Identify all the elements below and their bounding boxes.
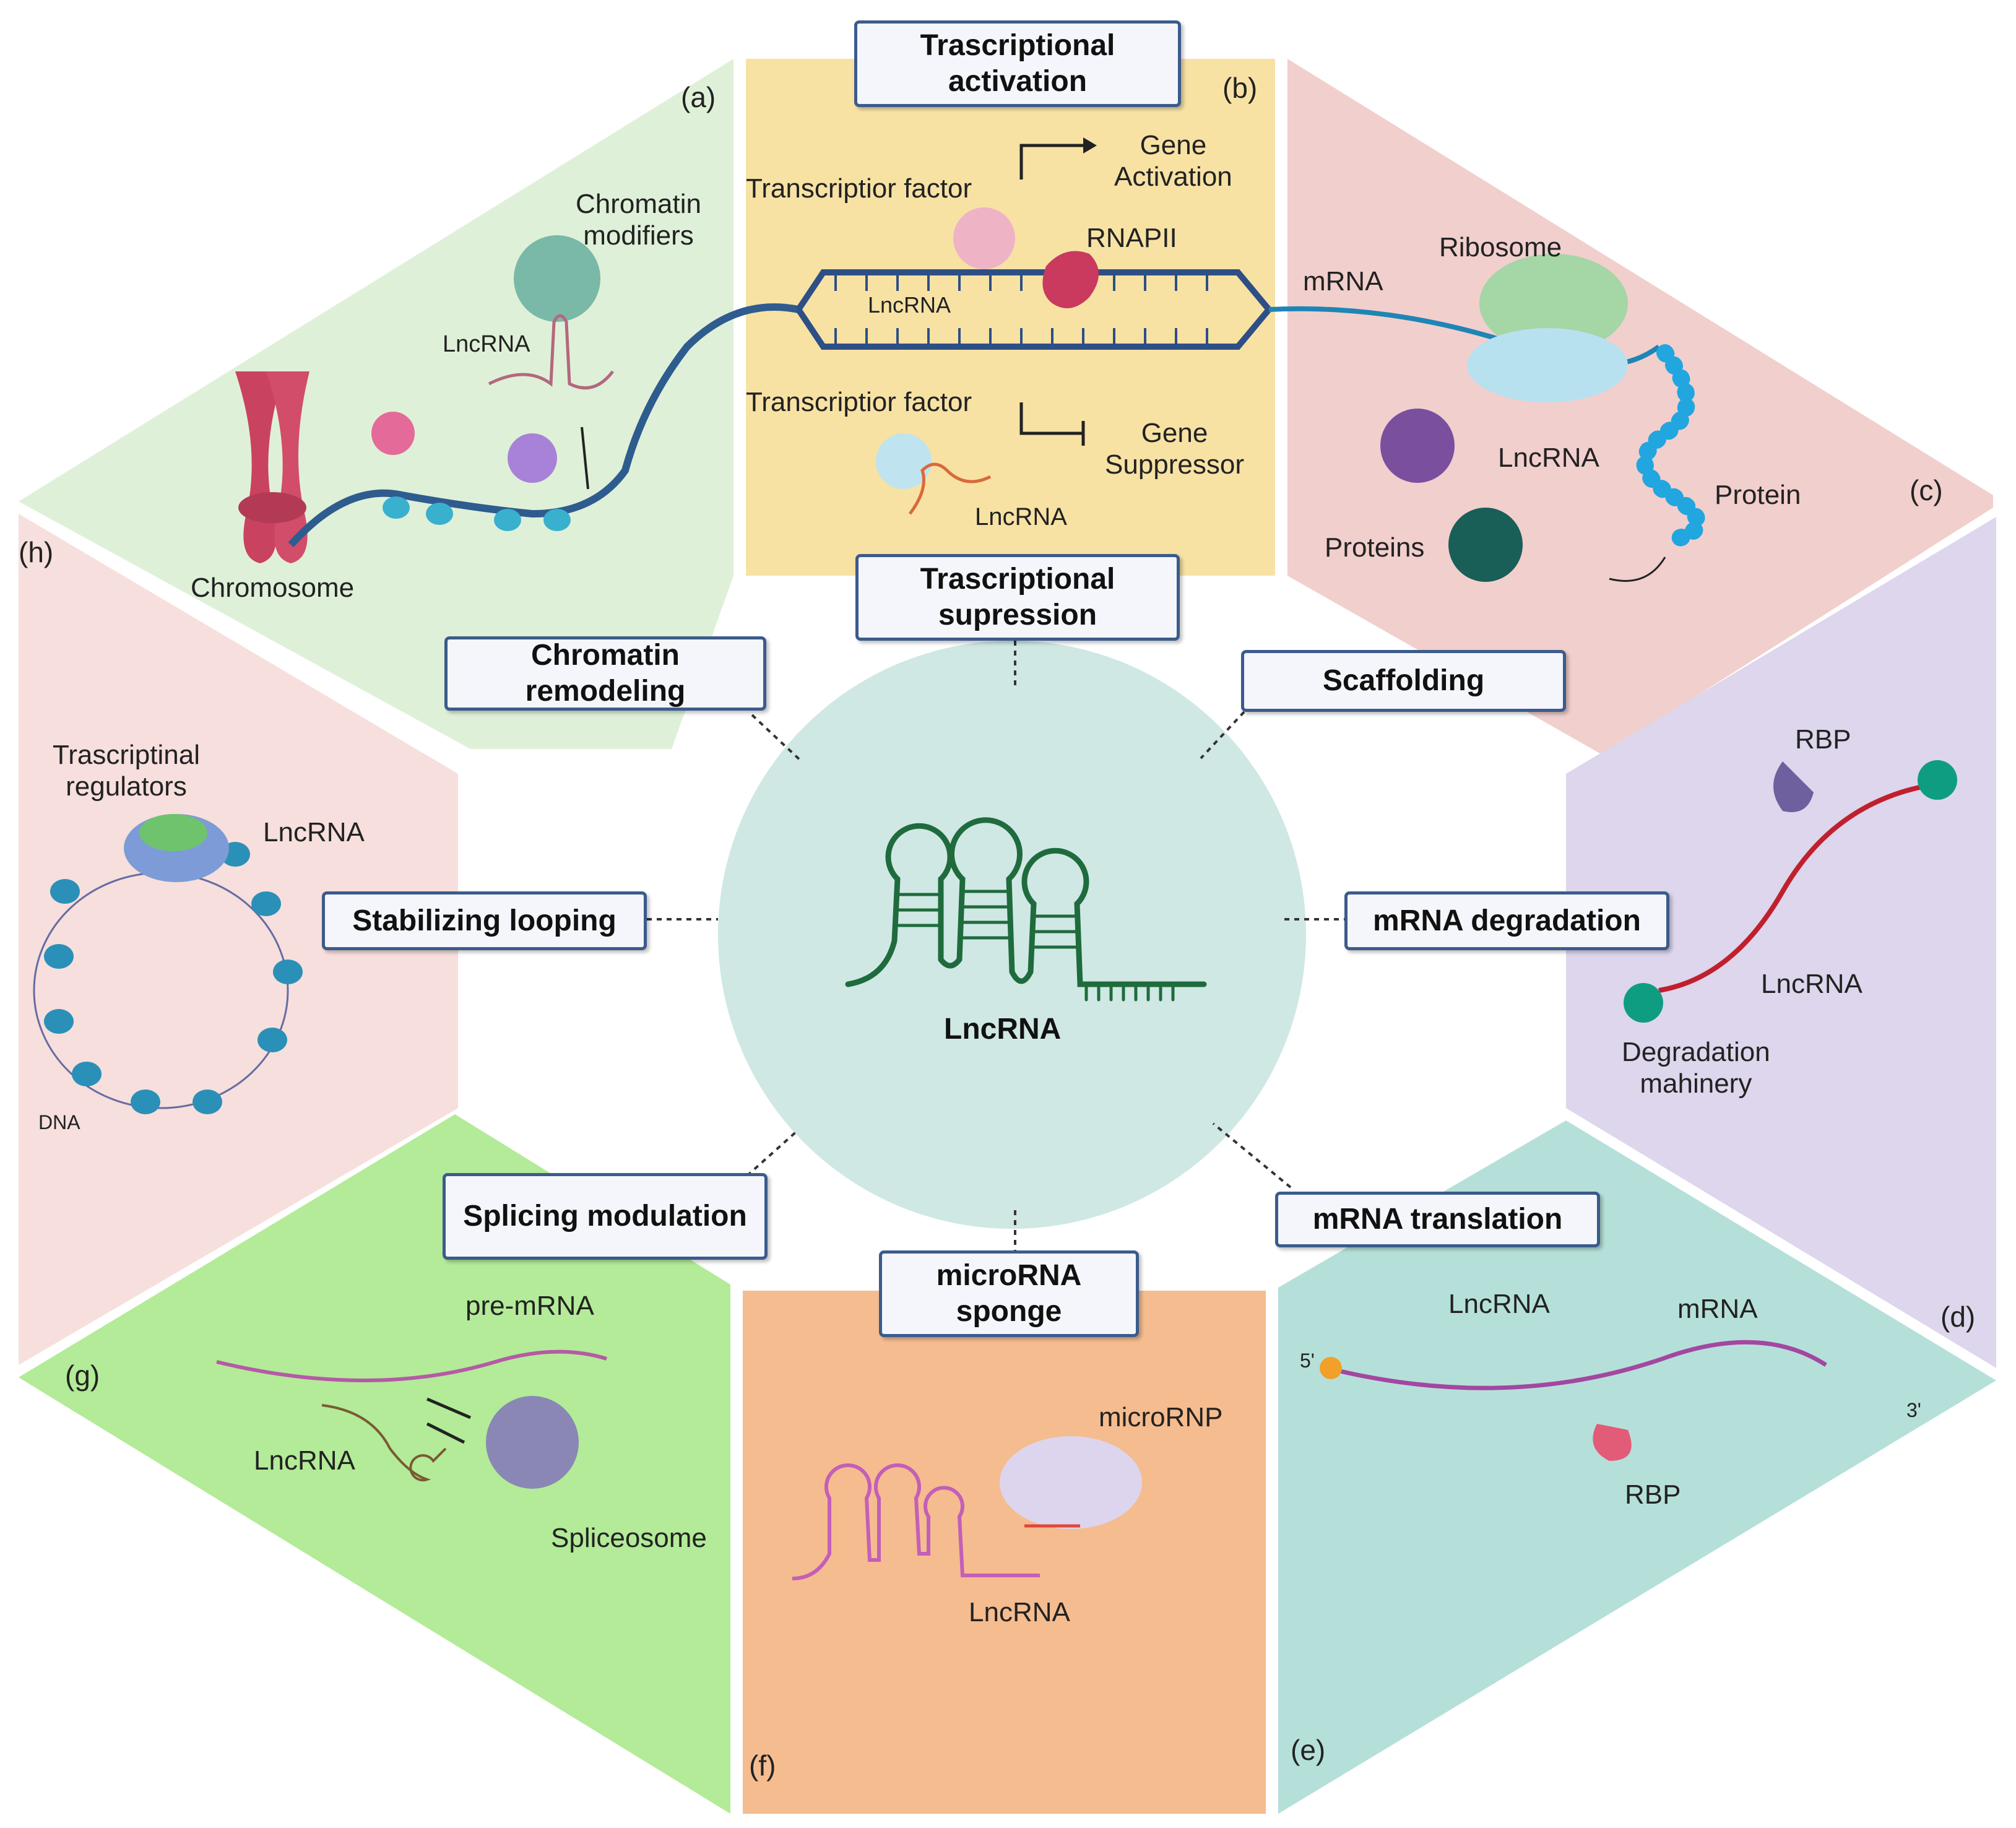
panel-b-background (746, 59, 1275, 576)
ribosome-icon (1479, 254, 1628, 353)
panel-d-tag: (d) (1940, 1301, 1976, 1333)
rbp-d-icon (1773, 761, 1814, 812)
label-three-prime: 3' (1906, 1399, 1921, 1421)
lncrna-g-strand (321, 1404, 447, 1482)
panel-c-tag: (c) (1910, 474, 1943, 506)
lncrna-b-strand (908, 462, 992, 515)
mrna-e-strand (1339, 1340, 1827, 1390)
degradation-machinery-top (1918, 760, 1957, 800)
lncrna-f-strand (792, 1463, 1040, 1580)
arrow-g-activate (426, 1397, 471, 1419)
center-lncrna-label: LncRNA (944, 1013, 1062, 1046)
premrna-strand (216, 1349, 607, 1382)
label-transcription-factor-bottom: Transcriptior factor (746, 387, 972, 417)
label-lncrna-b-mid: LncRNA (868, 292, 951, 318)
panel-h-background (19, 514, 458, 1365)
pink-modifier-icon (371, 412, 415, 455)
arrow-gene-suppressor (1019, 402, 1083, 435)
degradation-machinery-bottom (1624, 983, 1663, 1023)
label-rnapii: RNAPII (1086, 223, 1177, 253)
arrow-g-inhibit (426, 1422, 465, 1444)
chromosome-icon (235, 371, 309, 563)
stabilizing-looping-box: Stabilizing looping (322, 891, 647, 950)
label-mrna-c: mRNA (1303, 266, 1383, 297)
label-lncrna-h: LncRNA (263, 817, 365, 847)
spliceosome-icon (486, 1396, 579, 1489)
rbp-e-icon (1593, 1424, 1632, 1461)
label-lncrna-a: LncRNA (443, 331, 530, 357)
label-chromosome: Chromosome (191, 573, 355, 603)
panel-g-tag: (g) (65, 1359, 100, 1392)
panel-e-tag: (e) (1291, 1734, 1326, 1766)
degrading-mrna (1658, 784, 1926, 993)
panel-e-background (1278, 1120, 1996, 1814)
arrow-gene-activation (1019, 144, 1083, 180)
panel-g-background (19, 1114, 730, 1814)
panel-f-background (743, 1291, 1266, 1814)
microrna-sponge-box: microRNA sponge (879, 1250, 1139, 1337)
label-gene-suppressor: Gene Suppressor (1105, 418, 1245, 480)
dna-strand-a (288, 303, 800, 548)
label-gene-activation: Gene Activation (1114, 130, 1232, 192)
label-mrna-e: mRNA (1677, 1294, 1758, 1324)
label-transcription-factor-top: Transcriptior factor (746, 173, 972, 204)
label-lncrna-d: LncRNA (1761, 969, 1862, 999)
panel-h-tag: (h) (19, 536, 54, 568)
label-rbp-e: RBP (1625, 1479, 1681, 1510)
label-spliceosome: Spliceosome (551, 1523, 707, 1553)
label-premrna: pre-mRNA (465, 1291, 594, 1321)
label-protein: Protein (1715, 480, 1801, 510)
arrow-a (581, 427, 589, 490)
nucleosome-icons (383, 496, 571, 531)
label-proteins: Proteins (1325, 532, 1425, 563)
protein-chain (1636, 344, 1707, 547)
five-prime-cap (1320, 1357, 1342, 1379)
chromatin-modifier-icon (514, 235, 600, 322)
chromatin-remodeling-box: Chromatin remodeling (444, 636, 766, 711)
panel-c-background (1287, 59, 1993, 755)
label-transcriptional-regulators: Trascriptinal regulators (53, 740, 200, 802)
panel-d-background (1566, 517, 1996, 1368)
splicing-modulation-box: Splicing modulation (443, 1173, 768, 1260)
mrna-degradation-box: mRNA degradation (1344, 891, 1669, 950)
lncrna-center-glyph (845, 817, 1207, 1002)
panel-a-background (19, 59, 733, 749)
label-lncrna-c: LncRNA (1498, 443, 1599, 473)
teal-protein-icon (1448, 508, 1523, 582)
transcription-factor-icon (953, 207, 1015, 269)
label-micrornp: microRNP (1099, 1402, 1223, 1432)
label-rbp-d: RBP (1795, 724, 1851, 755)
nucleosome-loop-icons (44, 842, 303, 1114)
label-five-prime: 5' (1300, 1349, 1315, 1372)
transcriptional-suppression-box: Trascriptional supression (855, 554, 1180, 641)
label-degradation-machinery: Degradation mahinery (1622, 1037, 1770, 1099)
purple-modifier-icon (508, 433, 557, 483)
suppressor-factor-icon (876, 433, 932, 489)
label-lncrna-e: LncRNA (1448, 1289, 1550, 1319)
panel-f-tag: (f) (749, 1749, 776, 1782)
scaffolding-box: Scaffolding (1241, 650, 1566, 712)
label-dna: DNA (38, 1111, 80, 1133)
lncrna-a-strand (488, 314, 614, 390)
panel-a-tag: (a) (681, 81, 716, 113)
label-ribosome: Ribosome (1439, 232, 1562, 262)
rnapii-icon (1042, 251, 1099, 308)
label-lncrna-b-bottom: LncRNA (975, 503, 1067, 531)
transcriptional-activation-box: Trascriptional activation (854, 20, 1181, 107)
label-lncrna-g: LncRNA (254, 1445, 355, 1476)
label-lncrna-f: LncRNA (969, 1597, 1070, 1627)
panel-b-tag: (b) (1222, 72, 1258, 104)
mrna-translation-box: mRNA translation (1275, 1192, 1600, 1247)
purple-protein-icon (1380, 409, 1455, 483)
micrornp-icon (1000, 1436, 1142, 1529)
label-chromatin-modifiers: Chromatin modifiers (576, 189, 701, 251)
dna-bubble (795, 269, 1271, 350)
arrow-c (1609, 557, 1666, 582)
